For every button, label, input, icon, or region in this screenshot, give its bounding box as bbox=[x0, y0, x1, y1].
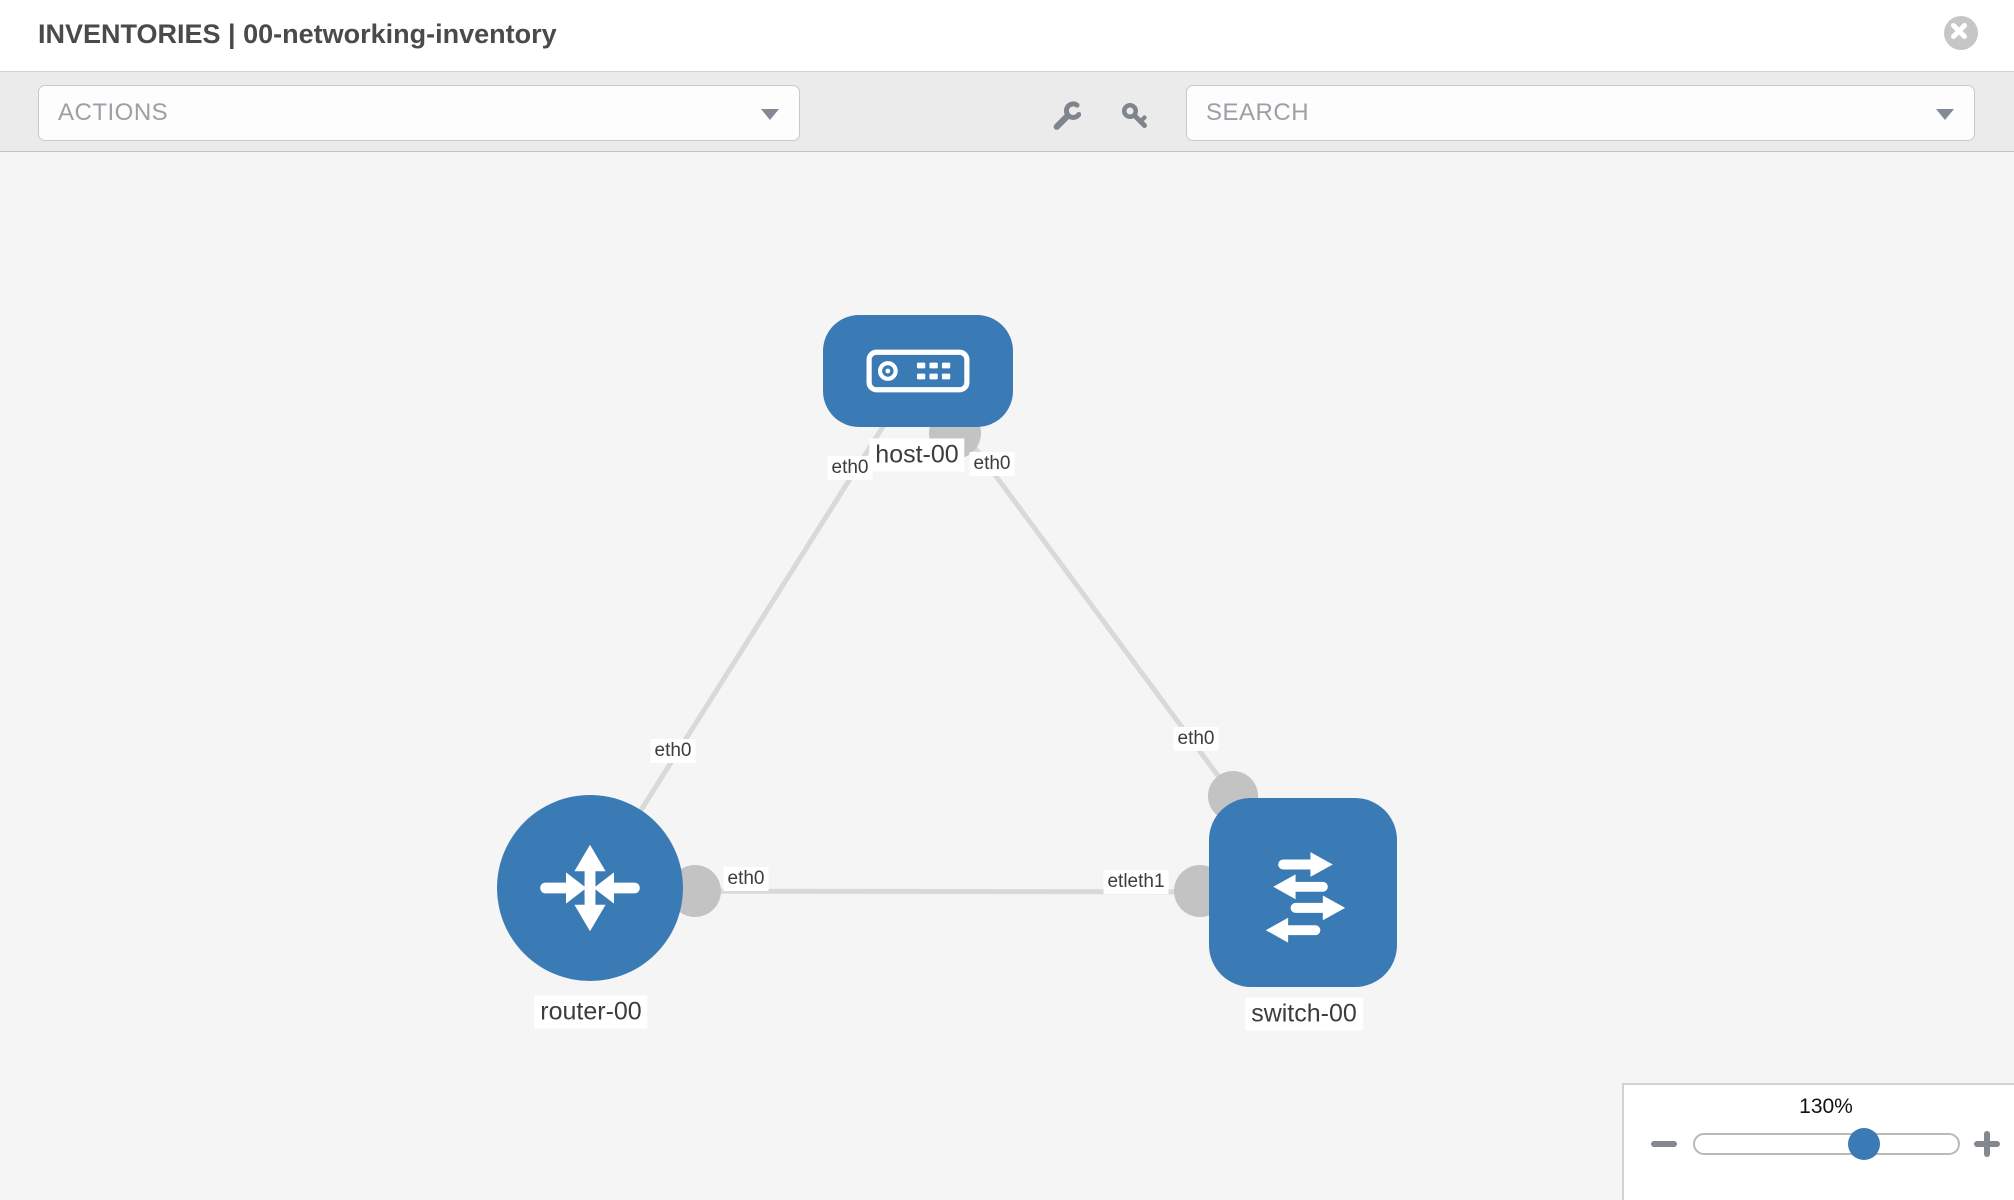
search-input[interactable] bbox=[1187, 86, 1917, 140]
key-icon bbox=[1122, 103, 1147, 128]
close-button[interactable] bbox=[1944, 16, 1978, 50]
zoom-in-button[interactable] bbox=[1972, 1129, 2002, 1159]
search-dropdown bbox=[1186, 85, 1975, 141]
minus-icon bbox=[1651, 1141, 1677, 1147]
plus-icon bbox=[1974, 1131, 2000, 1157]
actions-dropdown[interactable]: ACTIONS bbox=[38, 85, 800, 141]
wrench-button[interactable] bbox=[1051, 101, 1082, 131]
node-host-00[interactable] bbox=[823, 315, 1013, 427]
interface-label: etleth1 bbox=[1103, 870, 1169, 894]
chevron-down-icon bbox=[761, 109, 779, 120]
zoom-level: 130% bbox=[1799, 1095, 1853, 1118]
interface-label: eth0 bbox=[650, 739, 696, 763]
router-arrows-icon bbox=[540, 844, 640, 932]
node-router-00[interactable] bbox=[497, 795, 683, 981]
server-icon bbox=[866, 349, 970, 393]
zoom-panel: 130% bbox=[1622, 1083, 2014, 1200]
links-layer bbox=[587, 369, 1304, 917]
close-icon bbox=[1951, 23, 1967, 39]
actions-dropdown-label: ACTIONS bbox=[58, 99, 169, 126]
node-label-host-00: host-00 bbox=[869, 438, 965, 472]
interface-label: eth0 bbox=[827, 456, 873, 480]
node-switch-00[interactable] bbox=[1209, 798, 1397, 987]
chevron-down-icon bbox=[1936, 109, 1954, 120]
key-button[interactable] bbox=[1120, 101, 1150, 131]
header: INVENTORIES | 00-networking-inventory bbox=[0, 0, 2014, 71]
switch-arrows-icon bbox=[1265, 851, 1346, 943]
interface-label: eth0 bbox=[1173, 727, 1219, 751]
toolbar: ACTIONS bbox=[0, 71, 2014, 152]
node-label-switch-00: switch-00 bbox=[1245, 997, 1363, 1031]
wrench-icon bbox=[1053, 101, 1082, 130]
zoom-slider-handle[interactable] bbox=[1847, 1128, 1880, 1160]
page-title: INVENTORIES | 00-networking-inventory bbox=[38, 19, 557, 49]
topology-canvas[interactable]: eth0 eth0 eth0 eth0 eth0 etleth1 host-00… bbox=[0, 152, 2014, 1200]
interface-label: eth0 bbox=[723, 867, 769, 891]
node-label-router-00: router-00 bbox=[534, 995, 648, 1029]
zoom-out-button[interactable] bbox=[1649, 1129, 1679, 1159]
zoom-slider-track[interactable] bbox=[1693, 1133, 1960, 1155]
interface-label: eth0 bbox=[969, 452, 1015, 476]
